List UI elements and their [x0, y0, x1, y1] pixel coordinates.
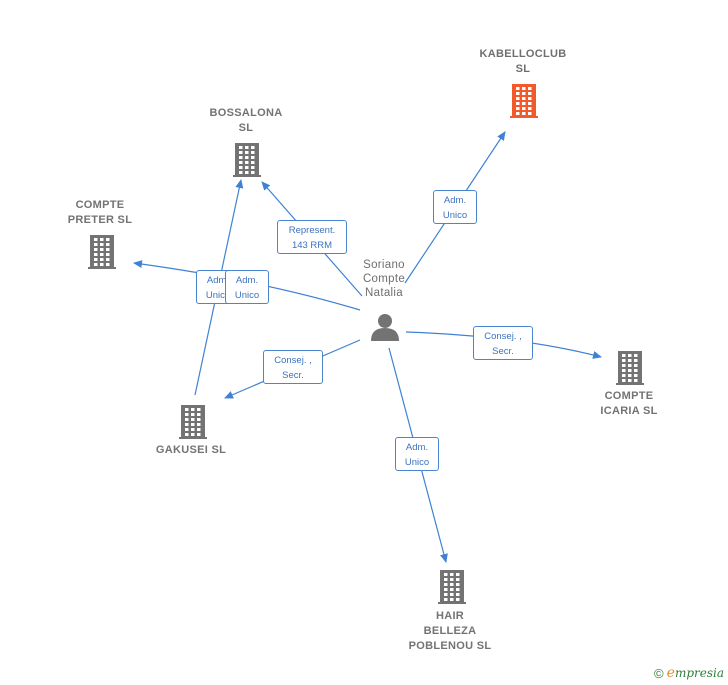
edge-label-person-to-hair-belleza[interactable]: Adm. Unico [395, 437, 439, 471]
node-label-hair-belleza[interactable]: HAIR BELLEZA POBLENOU SL [408, 609, 492, 652]
node-label-person[interactable]: Soriano Compte Natalia [362, 259, 406, 299]
edge-label-person-to-gakusei[interactable]: Consej. , Secr. [263, 350, 323, 384]
copyright-symbol: © [654, 665, 664, 681]
building-icon [510, 84, 538, 118]
building-icon [88, 235, 116, 269]
edge-label-person-to-kabelloclub[interactable]: Adm. Unico [433, 190, 477, 224]
node-label-gakusei[interactable]: GAKUSEI SL [155, 443, 227, 456]
edge-label-person-to-compte-icaria[interactable]: Consej. , Secr. [473, 326, 533, 360]
edge-label-person-to-bossalona[interactable]: Represent. 143 RRM [277, 220, 347, 254]
node-label-bossalona[interactable]: BOSSALONA SL [209, 107, 283, 134]
node-label-kabelloclub[interactable]: KABELLOCLUB SL [479, 48, 567, 75]
building-icon [616, 351, 644, 385]
building-icon [179, 405, 207, 439]
building-icon [438, 570, 466, 604]
node-label-compte-preter[interactable]: COMPTE PRETER SL [67, 199, 133, 226]
person-icon [371, 314, 399, 341]
building-icon [233, 143, 261, 177]
footer-brand: © empresia [654, 665, 724, 681]
edge-label-gakusei-to-bossalona[interactable]: Adm. Unico [225, 270, 269, 304]
node-label-compte-icaria[interactable]: COMPTE ICARIA SL [600, 390, 658, 417]
empresia-logo: empresia [666, 665, 724, 681]
